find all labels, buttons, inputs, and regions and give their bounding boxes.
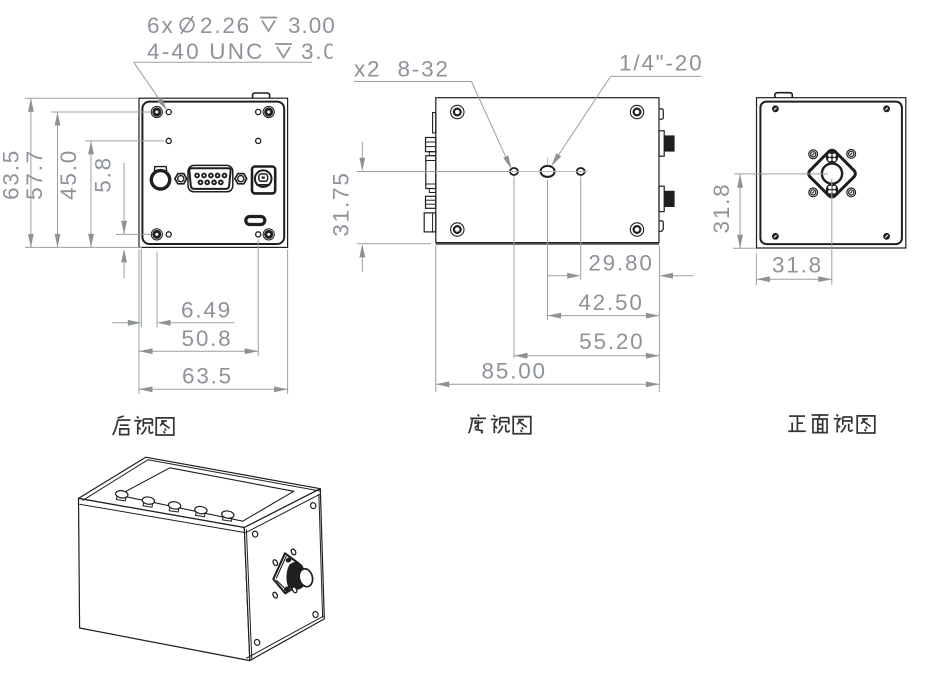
svg-text:5.8: 5.8 (91, 156, 116, 193)
svg-text:85.00: 85.00 (482, 358, 547, 383)
svg-text:3.00: 3.00 (288, 13, 336, 38)
svg-text:63.5: 63.5 (0, 149, 24, 200)
svg-text:x: x (162, 13, 174, 38)
svg-text:57.7: 57.7 (22, 149, 47, 200)
svg-text:29.80: 29.80 (588, 250, 653, 275)
svg-text:55.20: 55.20 (579, 329, 644, 354)
svg-text:1/4"-20: 1/4"-20 (619, 50, 703, 75)
svg-text:31.8: 31.8 (772, 253, 823, 278)
svg-text:31.75: 31.75 (329, 171, 354, 236)
svg-text:x2 8-32: x2 8-32 (354, 57, 450, 82)
svg-text:50.8: 50.8 (182, 326, 233, 351)
svg-text:63.5: 63.5 (182, 364, 233, 389)
svg-text:6.49: 6.49 (181, 298, 232, 323)
svg-text:4-40 UNC: 4-40 UNC (147, 39, 265, 64)
svg-text:6: 6 (147, 13, 160, 38)
svg-text:3.00: 3.00 (301, 39, 352, 64)
svg-text:45.0: 45.0 (56, 149, 81, 200)
svg-text:31.8: 31.8 (709, 183, 734, 234)
svg-text:2.26: 2.26 (200, 13, 251, 38)
svg-text:42.50: 42.50 (578, 290, 643, 315)
